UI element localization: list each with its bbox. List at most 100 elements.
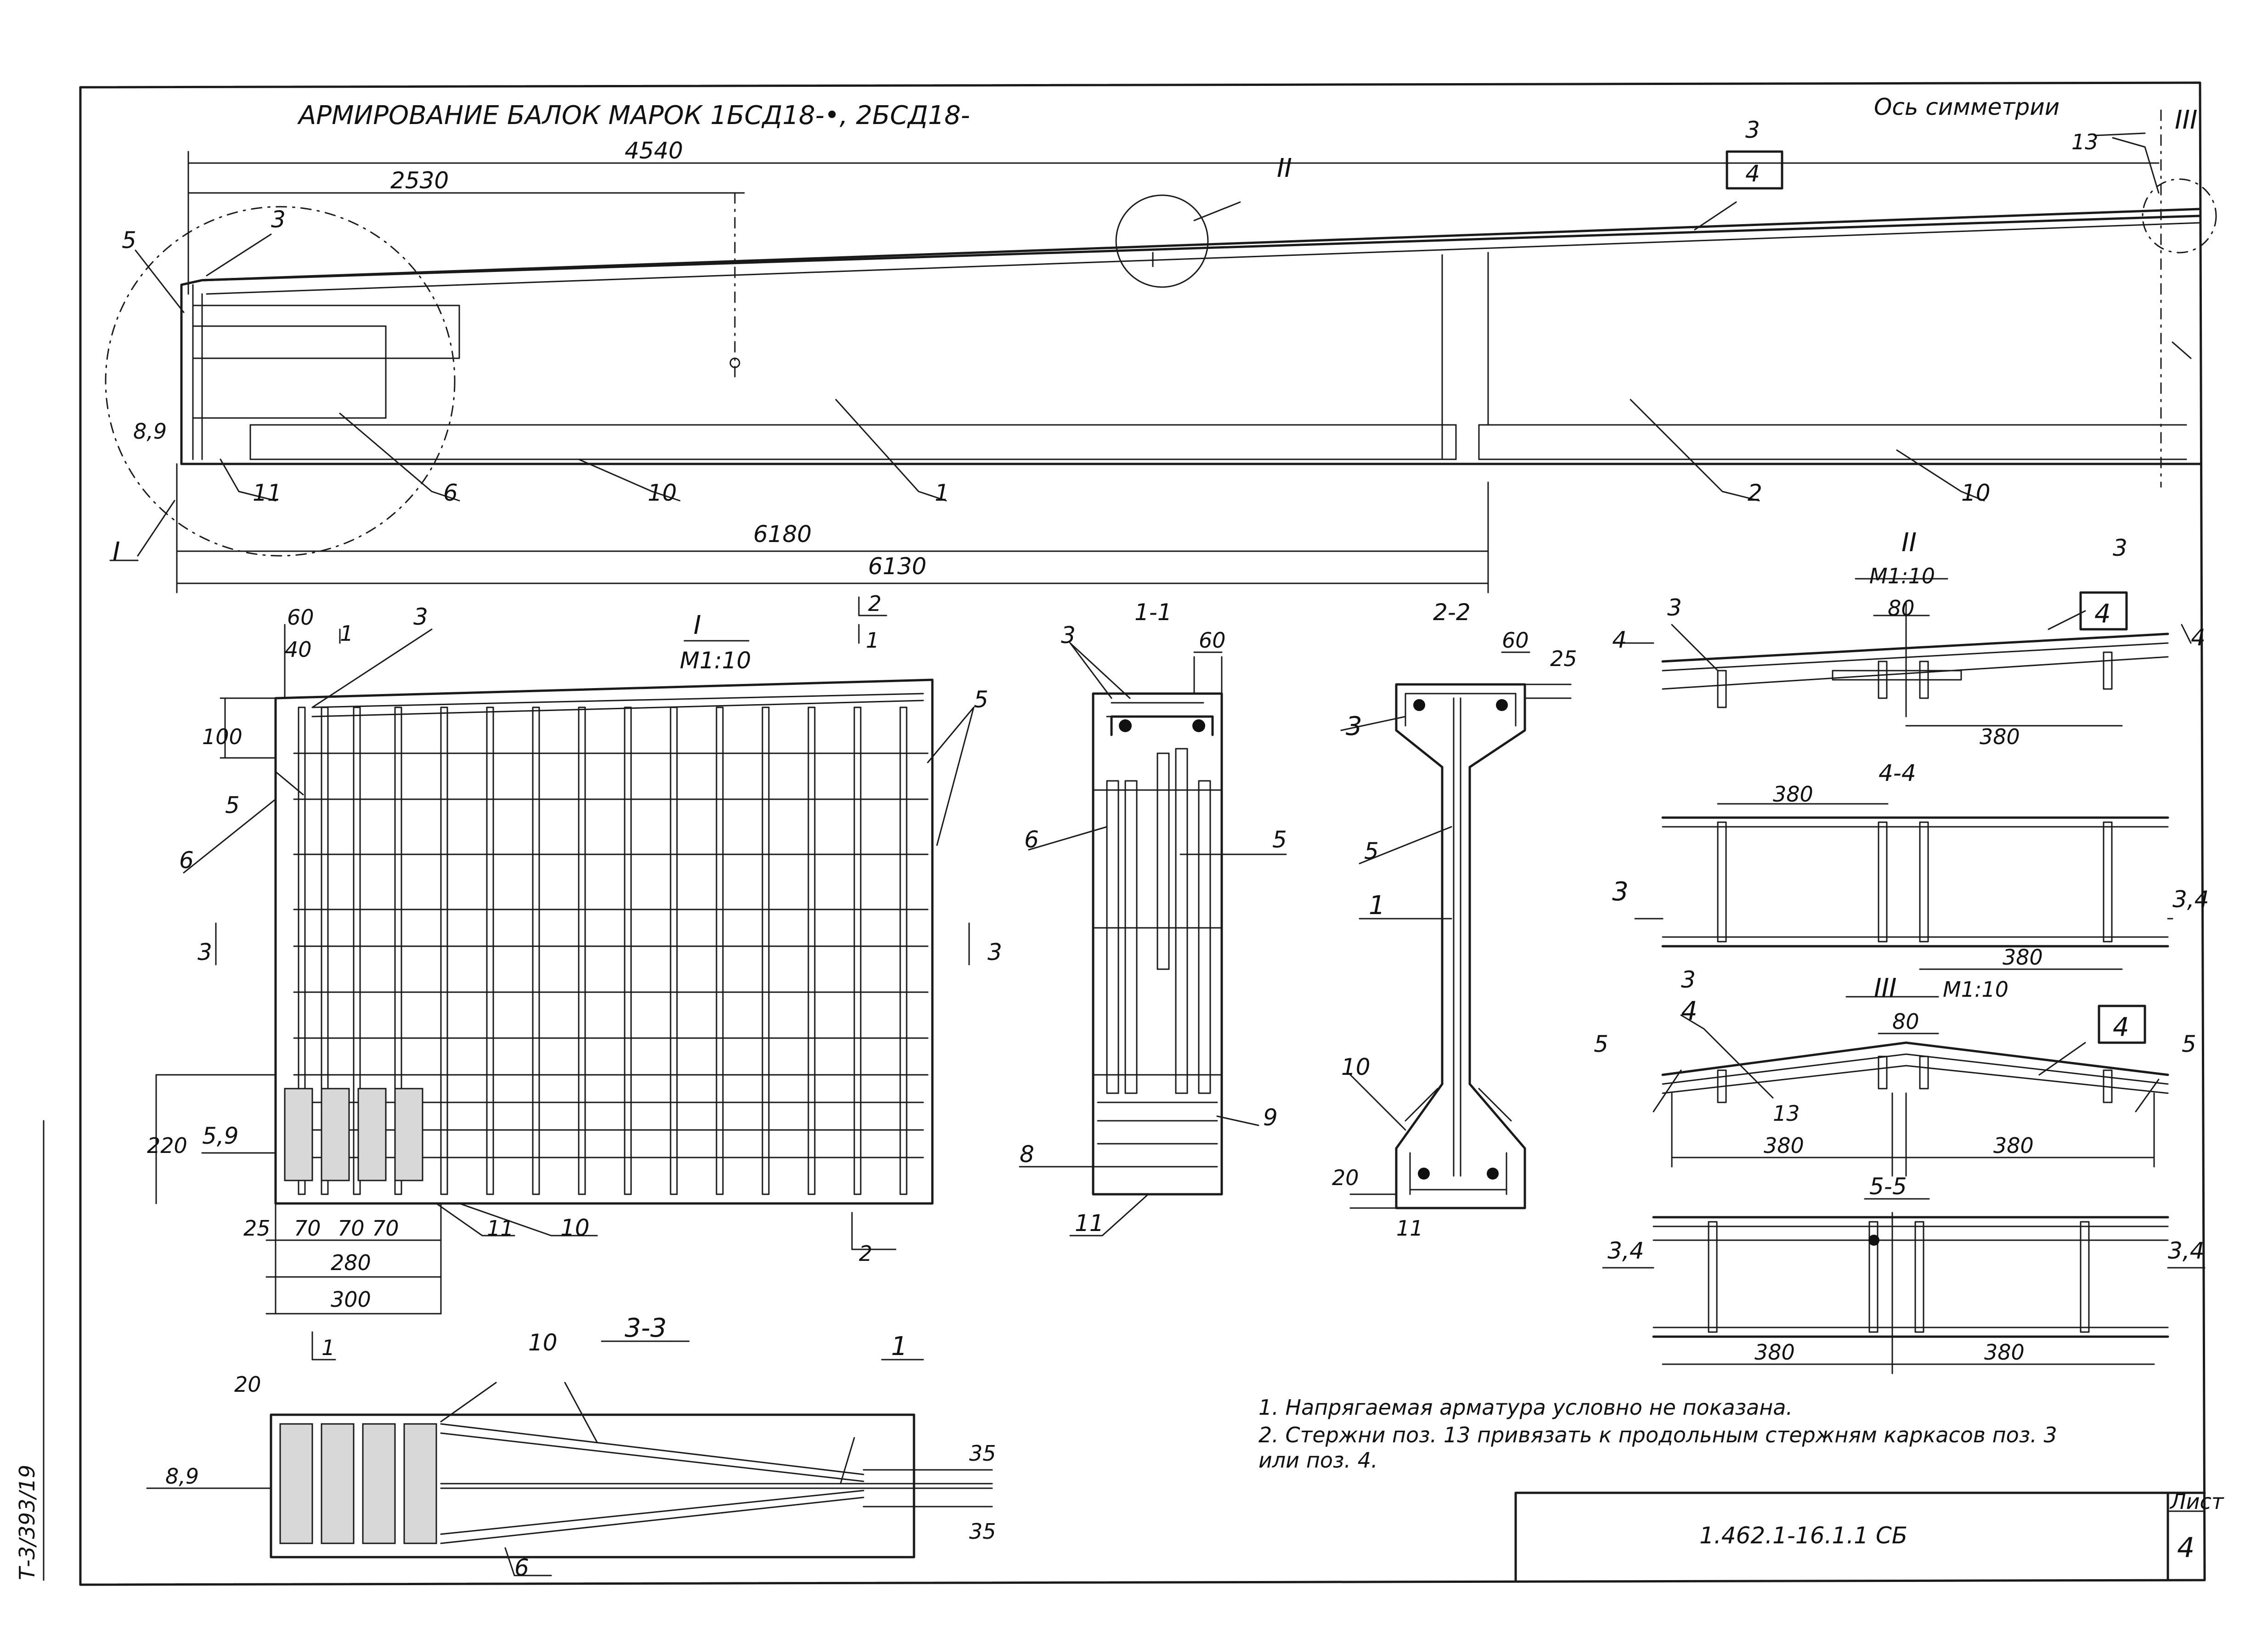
dim-80-II: 80 xyxy=(1888,596,1915,621)
cut-3-left: 3 xyxy=(197,939,212,966)
symmetry-axis-label: Ось симметрии xyxy=(1874,94,2059,120)
grid-bar-vertical xyxy=(578,706,586,1195)
dim-100-I: 100 xyxy=(202,724,243,749)
dim-380-44-bottom: 380 xyxy=(2003,945,2043,970)
pos-11-I: 11 xyxy=(487,1216,514,1241)
callout-I: I xyxy=(113,537,120,567)
dim-380-III-b: 380 xyxy=(1993,1133,2034,1158)
pos-1-main: 1 xyxy=(935,480,949,506)
cut-4-left: 4 xyxy=(1612,627,1627,653)
grid-bar-vertical xyxy=(807,706,816,1195)
dim-40-I: 40 xyxy=(285,637,312,662)
grid-bar-vertical xyxy=(624,706,632,1195)
view-III xyxy=(1653,996,2169,1177)
grid-bar-vertical xyxy=(853,706,862,1195)
pos-10-I: 10 xyxy=(560,1214,590,1241)
beam-elevation xyxy=(105,109,2217,593)
dim-60-sec11: 60 xyxy=(1199,628,1226,653)
pos-3-I: 3 xyxy=(413,604,428,630)
drawing-code: 1.462.1-16.1.1 СБ xyxy=(1699,1522,1907,1549)
pos-6-sec33: 6 xyxy=(514,1554,529,1581)
grid-bar-vertical xyxy=(486,706,494,1195)
pos-59-I: 5,9 xyxy=(202,1123,239,1149)
view-5-5 xyxy=(1602,1198,2206,1374)
sheet-number: 4 xyxy=(2177,1532,2195,1564)
dim-6180: 6180 xyxy=(753,521,812,548)
cut-1-I: 1 xyxy=(340,621,353,646)
pos-3-44: 3 xyxy=(1612,877,1629,907)
note-2: 2. Стержни поз. 13 привязать к продольны… xyxy=(1258,1423,2057,1447)
pos-89-sec33: 8,9 xyxy=(165,1464,199,1489)
pos-8-sec11: 8 xyxy=(1020,1141,1034,1168)
pos-3-sec22: 3 xyxy=(1346,712,1362,741)
sheet-label: Лист xyxy=(2169,1489,2224,1514)
pos-89-main: 8,9 xyxy=(133,419,167,444)
dim-380-55-b: 380 xyxy=(1984,1340,2025,1365)
dim-4540: 4540 xyxy=(625,137,683,164)
section-2-2 xyxy=(1340,651,1572,1209)
pos-9-sec11: 9 xyxy=(1263,1104,1278,1131)
pos-3-II: 3 xyxy=(1667,594,1682,621)
grid-bar-vertical xyxy=(394,706,402,1195)
section-3-3 xyxy=(146,1331,993,1576)
cut-3-right: 3 xyxy=(987,939,1002,966)
pos-10-sec22: 10 xyxy=(1341,1054,1371,1080)
pos-6-sec11: 6 xyxy=(1024,826,1039,853)
cut-5-right: 5 xyxy=(2182,1031,2196,1057)
dim-80-III: 80 xyxy=(1892,1009,1919,1034)
pos-10-sec33: 10 xyxy=(528,1329,558,1356)
pos-5-sec11: 5 xyxy=(1272,826,1287,853)
sheet-frame xyxy=(43,81,2206,1586)
grid-bar-vertical xyxy=(899,706,908,1195)
dim-380-55-a: 380 xyxy=(1755,1340,1795,1365)
pos-11-main: 11 xyxy=(253,480,282,506)
dim-220: 220 xyxy=(147,1133,187,1158)
view-I-title: I xyxy=(694,610,701,640)
pos-11-sec11: 11 xyxy=(1075,1210,1104,1237)
cut-2-I: 2 xyxy=(868,591,881,616)
section-1-1 xyxy=(1019,642,1287,1237)
note-2-cont: или поз. 4. xyxy=(1258,1448,1378,1473)
pos-10-main-b: 10 xyxy=(1961,480,1991,506)
section-2-2-title: 2-2 xyxy=(1433,599,1471,626)
grid-bar-vertical xyxy=(321,706,329,1195)
pos-34-55-right: 3,4 xyxy=(2168,1237,2205,1264)
dim-70-a: 70 xyxy=(294,1216,321,1241)
section-3-3-title: 3-3 xyxy=(625,1313,666,1343)
pos-6-main: 6 xyxy=(443,480,458,506)
cut-1b-I: 1 xyxy=(866,628,879,653)
section-4-4-title: 4-4 xyxy=(1879,760,1916,786)
view-II-title: II xyxy=(1901,528,1917,558)
grid-bar-vertical xyxy=(298,706,306,1195)
pos-11-sec22: 11 xyxy=(1396,1216,1423,1241)
view-I-scale: М1:10 xyxy=(680,647,751,674)
pos-4-III-right: 4 xyxy=(2113,1012,2129,1042)
view-III-scale: М1:10 xyxy=(1943,977,2008,1002)
grid-bar-vertical xyxy=(440,706,448,1195)
pos-4-II: 4 xyxy=(2094,599,2111,629)
drawing-title: АРМИРОВАНИЕ БАЛОК МАРОК 1БСД18-•, 2БСД18… xyxy=(297,101,970,130)
dim-25-sec22: 25 xyxy=(1550,646,1577,671)
view-II xyxy=(1620,578,2192,727)
dim-380-44-top: 380 xyxy=(1773,782,1813,807)
dim-20-sec33: 20 xyxy=(234,1372,261,1397)
dim-70-c: 70 xyxy=(372,1216,399,1241)
view-I-grid xyxy=(155,596,975,1315)
pos-2-main: 2 xyxy=(1748,480,1762,506)
pos-3-III: 3 xyxy=(1681,966,1696,993)
cut-4-right: 4 xyxy=(2191,624,2206,651)
pos-1-sec22: 1 xyxy=(1369,891,1385,921)
grid-bar-vertical xyxy=(532,706,540,1195)
note-1: 1. Напрягаемая арматура условно не показ… xyxy=(1258,1395,1793,1420)
dim-280: 280 xyxy=(331,1250,371,1275)
view-II-scale: М1:10 xyxy=(1869,564,1935,588)
dim-60-sec22: 60 xyxy=(1502,628,1529,653)
grid-bar-vertical xyxy=(762,706,770,1195)
pos-3-top: 3 xyxy=(1745,117,1760,143)
pos-3-sec11: 3 xyxy=(1061,622,1076,649)
section-1-1-title: 1-1 xyxy=(1134,599,1172,626)
view-4-4 xyxy=(1634,803,2173,970)
pos-34-44: 3,4 xyxy=(2172,886,2209,913)
grid-bar-vertical xyxy=(670,706,678,1195)
